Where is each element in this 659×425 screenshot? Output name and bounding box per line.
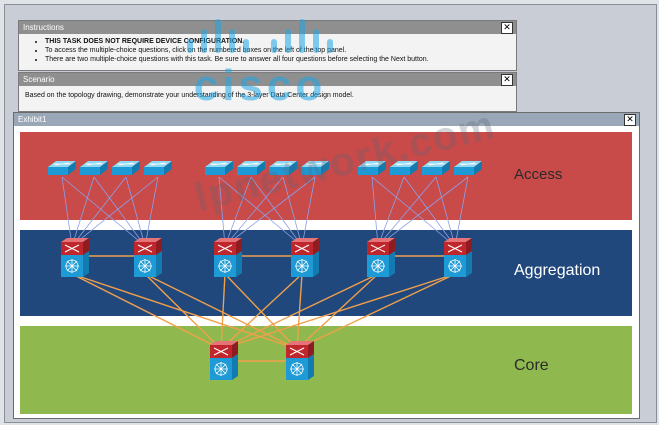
core-uplink [144, 273, 222, 350]
core-band [20, 326, 632, 414]
aggregation-switch-icon [291, 238, 319, 277]
access-uplink [61, 176, 73, 247]
access-switch-icon [80, 161, 108, 175]
access-uplink [71, 176, 159, 247]
nodes [48, 161, 482, 380]
access-uplink [250, 176, 303, 247]
close-icon[interactable]: ✕ [501, 74, 513, 86]
access-band [20, 132, 632, 220]
instruction-item: To access the multiple-choice questions,… [45, 46, 516, 55]
instructions-panel: Instructions ✕ THIS TASK DOES NOT REQUIR… [18, 20, 517, 71]
access-switch-icon [358, 161, 386, 175]
access-uplink [71, 176, 95, 247]
access-uplink [93, 176, 146, 247]
layer-label-core: Core [514, 357, 549, 374]
instructions-list: THIS TASK DOES NOT REQUIRE DEVICE CONFIG… [19, 37, 516, 64]
aggregation-switch-icon [444, 238, 472, 277]
screen-frame: Instructions ✕ THIS TASK DOES NOT REQUIR… [4, 4, 657, 423]
access-switch-icon [144, 161, 172, 175]
core-uplink [144, 273, 298, 350]
access-uplink [377, 176, 405, 247]
scenario-title: Scenario [23, 75, 55, 84]
access-uplink [377, 176, 437, 247]
access-switch-icon [48, 161, 76, 175]
core-uplink [296, 273, 456, 350]
core-switch-icon [286, 341, 314, 380]
aggregation-switch-icon [61, 238, 89, 277]
exhibit-titlebar: Exhibit1 ✕ [14, 113, 639, 126]
scenario-titlebar: Scenario ✕ [19, 73, 516, 86]
access-uplink [282, 176, 303, 247]
access-uplink [218, 176, 226, 247]
core-uplink [71, 273, 222, 350]
layer-label-access: Access [514, 166, 562, 183]
exhibit-window: Exhibit1 ✕ [13, 112, 640, 419]
close-icon[interactable]: ✕ [501, 22, 513, 34]
access-uplink [454, 176, 469, 247]
aggregation-band [20, 230, 632, 316]
instructions-title: Instructions [23, 23, 64, 32]
scenario-panel: Scenario ✕ Based on the topology drawing… [18, 72, 517, 112]
access-uplink [435, 176, 456, 247]
access-uplink [301, 176, 316, 247]
access-uplink [224, 176, 316, 247]
core-uplink [220, 273, 456, 350]
access-switch-icon [422, 161, 450, 175]
aggregation-switch-icon [214, 238, 242, 277]
topology-diagram: Access Aggregation Core [20, 132, 632, 414]
close-icon[interactable]: ✕ [624, 114, 636, 126]
access-uplink [144, 176, 159, 247]
instruction-item: THIS TASK DOES NOT REQUIRE DEVICE CONFIG… [45, 37, 516, 46]
access-switch-icon [454, 161, 482, 175]
links [61, 176, 469, 362]
aggregation-switch-icon [134, 238, 162, 277]
core-uplink [220, 273, 226, 350]
access-uplink [377, 176, 469, 247]
access-switch-icon [205, 161, 233, 175]
access-uplink [371, 176, 456, 247]
instruction-item: There are two multiple-choice questions … [45, 55, 516, 64]
access-switch-icon [269, 161, 297, 175]
access-uplink [403, 176, 456, 247]
access-switch-icon [390, 161, 418, 175]
access-uplink [71, 176, 127, 247]
access-switch-icon [301, 161, 329, 175]
access-uplink [125, 176, 146, 247]
access-uplink [61, 176, 146, 247]
core-switch-icon [210, 341, 238, 380]
aggregation-switch-icon [367, 238, 395, 277]
core-uplink [220, 273, 303, 350]
core-uplink [220, 273, 379, 350]
access-switch-icon [112, 161, 140, 175]
access-switch-icon [237, 161, 265, 175]
layer-label-aggregation: Aggregation [514, 262, 600, 279]
access-uplink [218, 176, 303, 247]
access-uplink [371, 176, 379, 247]
access-uplink [224, 176, 252, 247]
instructions-titlebar: Instructions ✕ [19, 21, 516, 34]
scenario-text: Based on the topology drawing, demonstra… [25, 92, 354, 99]
exhibit-title: Exhibit1 [18, 115, 47, 124]
access-uplink [224, 176, 284, 247]
